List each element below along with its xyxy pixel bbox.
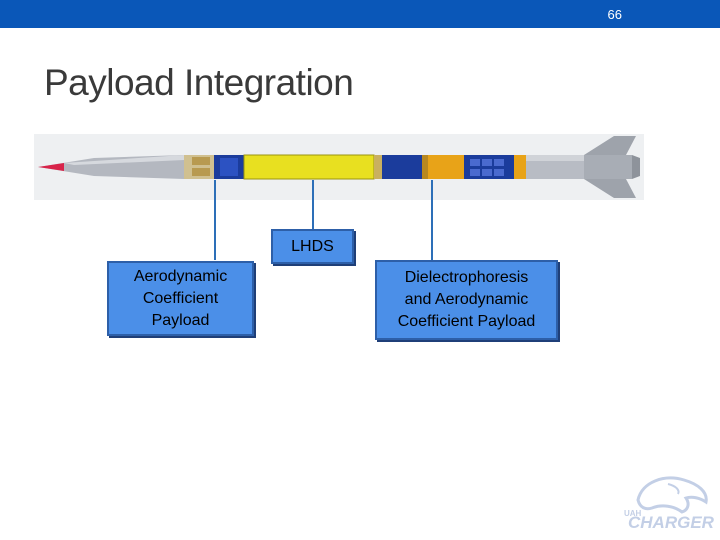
connector-left [214, 180, 216, 260]
lhds-section [244, 155, 374, 179]
callout-right-line1: Dielectrophoresis [404, 269, 529, 286]
callout-dielectrophoresis-payload: Dielectrophoresis and Aerodynamic Coeffi… [375, 260, 558, 340]
fin-top [584, 136, 636, 155]
callout-lhds: LHDS [271, 229, 354, 264]
connector-right [431, 180, 433, 260]
chargers-logo: CHARGERS UAH [618, 470, 720, 539]
logo-text: CHARGERS [628, 513, 714, 532]
header-bar [0, 0, 720, 28]
rocket-diagram [34, 130, 644, 207]
callout-lhds-label: LHDS [291, 237, 334, 255]
callout-aerodynamic-payload: Aerodynamic Coefficient Payload [107, 261, 254, 336]
nose-tip [38, 163, 64, 171]
callout-left-line3: Payload [151, 311, 210, 329]
slide-title: Payload Integration [44, 62, 354, 103]
fin-bottom [584, 179, 636, 198]
logo-small-text: UAH [624, 509, 642, 518]
rocket-svg [34, 134, 644, 200]
callout-left-line2: Coefficient [142, 289, 219, 307]
horse-logo-icon: CHARGERS UAH [624, 476, 720, 532]
callout-right-line3: Coefficient Payload [397, 313, 536, 330]
callout-right-line2: and Aerodynamic [404, 291, 529, 308]
connector-center [312, 180, 314, 230]
callout-left-line1: Aerodynamic [133, 267, 228, 285]
slide-number: 66 [607, 7, 622, 22]
